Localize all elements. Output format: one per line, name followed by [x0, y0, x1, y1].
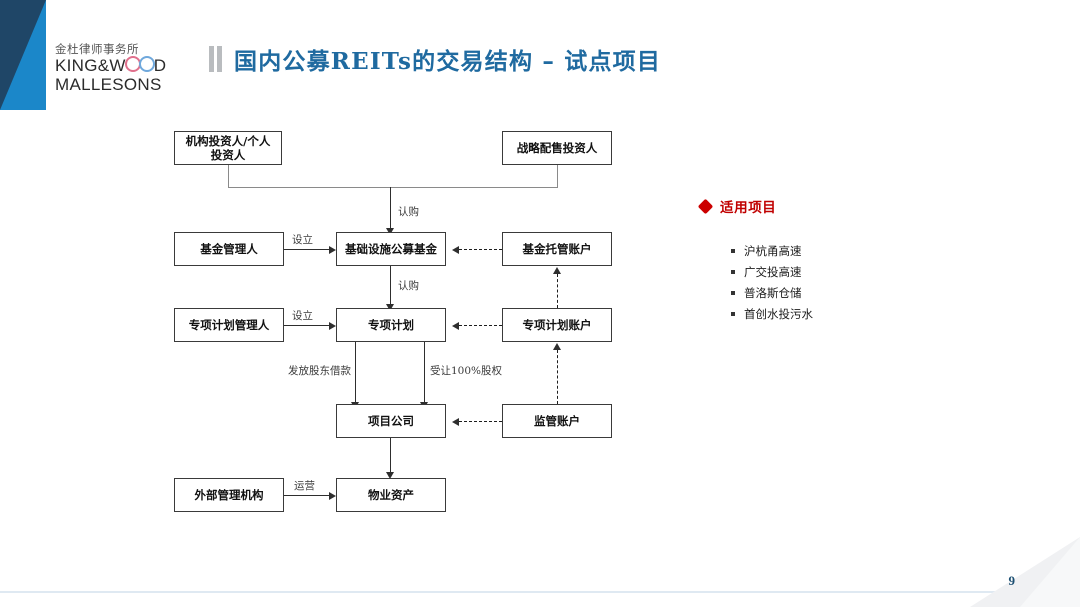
transaction-structure-diagram: 机构投资人/个人 投资人 战略配售投资人 认购 基金管理人 基础设施公募基金 基…: [174, 131, 612, 512]
node-abs-plan-account-label: 专项计划账户: [522, 317, 592, 332]
edge-investors-bus: [228, 187, 558, 188]
node-abs-manager[interactable]: 专项计划管理人: [174, 308, 284, 342]
edge-custody-to-fund: [459, 249, 502, 250]
arrow-abs-account-to-plan: [452, 321, 459, 330]
node-abs-plan-label: 专项计划: [368, 317, 414, 332]
arrow-abs-account-to-custody: [552, 267, 561, 274]
edge-abs-manager-to-plan: [284, 325, 329, 326]
edge-strategic-down: [557, 165, 558, 187]
edge-label-subscribe-abs: 认购: [398, 280, 419, 292]
node-fund-custody-account[interactable]: 基金托管账户: [502, 232, 612, 266]
node-project-company-label: 项目公司: [368, 413, 414, 428]
edge-label-operation: 运营: [294, 480, 315, 492]
red-diamond-bullet-icon: [697, 198, 714, 214]
page-title: 国内公募REITs的交易结构 – 试点项目: [234, 48, 662, 75]
node-abs-manager-label: 专项计划管理人: [188, 317, 270, 332]
node-fund-custody-account-label: 基金托管账户: [522, 241, 592, 256]
arrow-establish-abs: [329, 321, 336, 330]
node-supervision-account[interactable]: 监管账户: [502, 404, 612, 438]
edge-fund-to-abs: [390, 266, 391, 306]
arrow-establish-fund: [329, 245, 336, 254]
edge-label-establish-abs: 设立: [292, 310, 313, 322]
footer-divider: [0, 591, 1080, 593]
edge-shareholder-loan: [355, 342, 356, 404]
list-item-label: 首创水投污水: [744, 307, 813, 321]
kwm-logo: 金杜律师事务所 KING&W D MALLESONS: [55, 42, 175, 94]
node-property-asset[interactable]: 物业资产: [336, 478, 446, 512]
node-institutional-investors-line2: 投资人: [210, 148, 246, 162]
arrow-project-to-property: [386, 472, 394, 479]
logo-wood-tail: D: [153, 56, 167, 76]
edge-label-subscribe-fund: 认购: [398, 206, 419, 218]
applicable-projects-list: 沪杭甬高速 广交投高速 普洛斯仓储 首创水投污水: [731, 243, 1030, 322]
list-item[interactable]: 普洛斯仓储: [731, 285, 1030, 301]
edge-equity-transfer: [424, 342, 425, 404]
corner-decoration: [0, 0, 46, 110]
list-item-label: 普洛斯仓储: [744, 286, 802, 300]
arrow-subscribe-abs: [386, 304, 394, 311]
edge-project-to-property: [390, 438, 391, 474]
node-public-fund-label: 基础设施公募基金: [345, 241, 437, 256]
applicable-projects-title: 适用项目: [720, 200, 777, 216]
square-bullet-icon: [731, 312, 735, 316]
square-bullet-icon: [731, 270, 735, 274]
page-number: 9: [1008, 573, 1016, 588]
logo-ring-blue-icon: [138, 56, 155, 73]
edge-label-shareholder-loan: 发放股东借款: [288, 365, 351, 377]
logo-chinese-name: 金杜律师事务所: [55, 42, 139, 56]
node-abs-plan-account[interactable]: 专项计划账户: [502, 308, 612, 342]
node-abs-plan[interactable]: 专项计划: [336, 308, 446, 342]
edge-abs-account-to-custody: [557, 274, 558, 308]
arrow-supervision-to-abs-account: [552, 343, 561, 350]
logo-king-wood-text: KING&W: [55, 56, 126, 76]
node-property-asset-label: 物业资产: [368, 487, 414, 502]
node-institutional-investors-line1: 机构投资人/个人: [185, 133, 271, 148]
edge-supervision-to-project: [459, 421, 502, 422]
edge-external-to-property: [284, 495, 329, 496]
node-supervision-account-label: 监管账户: [534, 413, 580, 428]
applicable-projects-panel: 适用项目 沪杭甬高速 广交投高速 普洛斯仓储 首创水投污水: [697, 196, 1030, 327]
edge-supervision-to-abs-account: [557, 350, 558, 404]
node-project-company[interactable]: 项目公司: [336, 404, 446, 438]
edge-label-establish-fund: 设立: [292, 234, 313, 246]
square-bullet-icon: [731, 291, 735, 295]
node-strategic-investors-label: 战略配售投资人: [516, 140, 598, 155]
edge-institutional-down: [228, 165, 229, 187]
bottom-right-triangle-lighter: [1020, 537, 1080, 607]
edge-label-equity-transfer: 受让100%股权: [430, 365, 503, 377]
node-strategic-investors[interactable]: 战略配售投资人: [502, 131, 612, 165]
arrow-custody-to-fund: [452, 245, 459, 254]
node-fund-manager-label: 基金管理人: [200, 241, 258, 256]
list-item-label: 广交投高速: [744, 265, 802, 279]
arrow-supervision-to-project: [452, 417, 459, 426]
bottom-right-decoration: [970, 537, 1080, 607]
logo-english-line2: MALLESONS: [55, 75, 162, 95]
list-item[interactable]: 广交投高速: [731, 264, 1030, 280]
square-bullet-icon: [731, 249, 735, 253]
node-public-fund[interactable]: 基础设施公募基金: [336, 232, 446, 266]
list-item[interactable]: 沪杭甬高速: [731, 243, 1030, 259]
list-item-label: 沪杭甬高速: [744, 244, 802, 258]
node-fund-manager[interactable]: 基金管理人: [174, 232, 284, 266]
title-bars-icon: [209, 46, 222, 72]
node-institutional-investors[interactable]: 机构投资人/个人 投资人: [174, 131, 282, 165]
edge-fund-manager-to-fund: [284, 249, 329, 250]
logo-english-line1: KING&W D: [55, 56, 175, 75]
arrow-subscribe-fund: [386, 228, 394, 235]
corner-dark-triangle: [0, 0, 46, 110]
edge-bus-to-fund: [390, 187, 391, 230]
edge-abs-account-to-plan: [459, 325, 502, 326]
list-item[interactable]: 首创水投污水: [731, 306, 1030, 322]
applicable-projects-header: 适用项目: [697, 196, 1030, 216]
node-external-manager[interactable]: 外部管理机构: [174, 478, 284, 512]
node-external-manager-label: 外部管理机构: [194, 487, 264, 502]
slide-title-bar: 国内公募REITs的交易结构 – 试点项目: [209, 42, 661, 76]
arrow-operation: [329, 491, 336, 500]
